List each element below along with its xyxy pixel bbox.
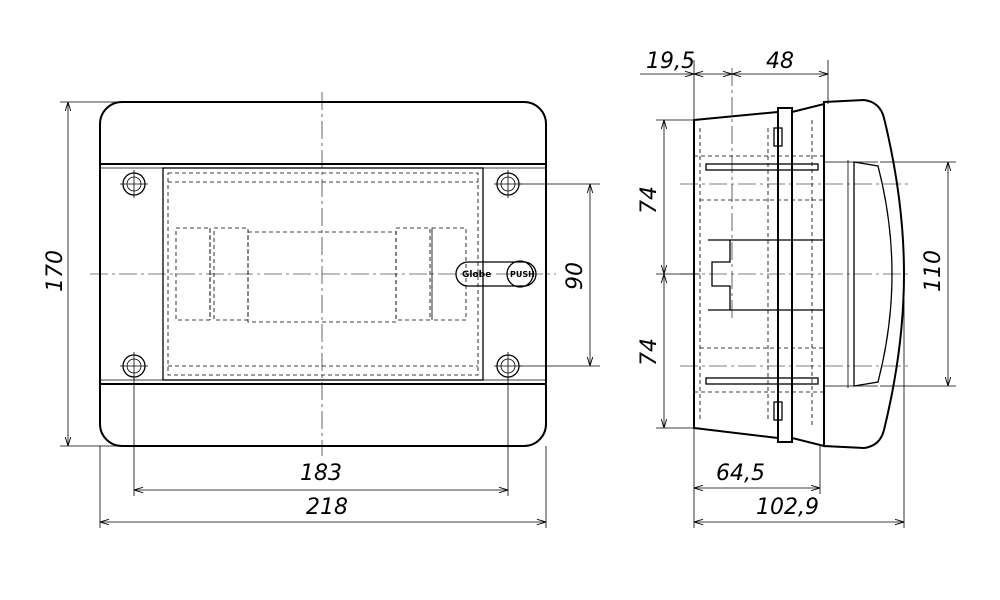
dim-text-183: 183 — [300, 461, 342, 486]
screw-hole-bottom-right — [494, 352, 522, 380]
dim-text-48: 48 — [766, 49, 794, 74]
side-body — [693, 110, 779, 440]
push-label: PUSH — [510, 270, 535, 279]
dim-text-74-lower: 74 — [637, 338, 662, 366]
side-din-rail-profile — [708, 239, 731, 311]
dim-text-170: 170 — [43, 250, 68, 292]
screw-hole-top-right — [494, 170, 522, 198]
screw-hole-bottom-left — [120, 352, 148, 380]
dim-text-64-5: 64,5 — [716, 461, 765, 486]
dim-text-19-5: 19,5 — [646, 49, 695, 74]
side-view: 19,5 48 74 74 110 64,5 102,9 — [637, 49, 956, 528]
side-clip-top — [773, 127, 783, 147]
side-rail-bottom — [705, 377, 819, 385]
screw-hole-top-left — [120, 170, 148, 198]
front-window-inner — [167, 172, 479, 376]
dim-text-110: 110 — [921, 250, 946, 292]
brand-logo-text: Globe — [462, 270, 491, 280]
side-frame — [791, 102, 825, 448]
side-rail-top — [705, 163, 819, 171]
front-view: Globe PUSH 183 218 170 90 — [43, 92, 600, 528]
side-clip-bottom — [773, 401, 783, 421]
dim-text-102-9: 102,9 — [756, 495, 819, 520]
dim-text-74-upper: 74 — [637, 186, 662, 214]
side-cover — [823, 98, 906, 450]
dim-text-90: 90 — [563, 262, 588, 290]
push-latch-logo: Globe PUSH — [455, 260, 537, 288]
dim-text-218: 218 — [306, 495, 348, 520]
